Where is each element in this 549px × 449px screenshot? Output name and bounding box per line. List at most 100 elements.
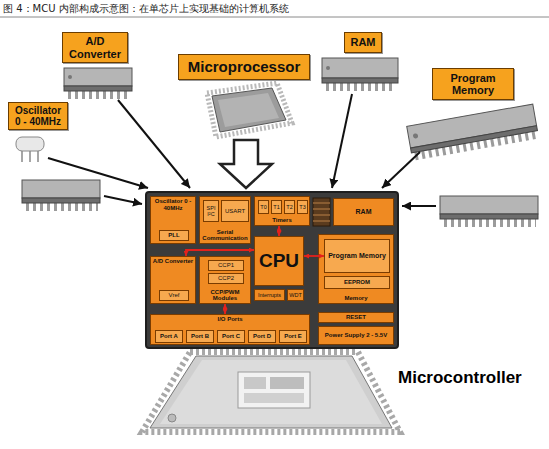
hollow-arrow (220, 140, 272, 188)
bus-arrow (304, 255, 324, 257)
feed-arrows (48, 94, 436, 206)
group-block: Serial CommunicationSPI I²CUSART (199, 196, 251, 244)
microcontroller-package (142, 352, 400, 432)
chip-pins (444, 219, 536, 227)
reset-block: RESET (318, 312, 394, 323)
block-text: RAM (335, 208, 392, 216)
package-top (160, 360, 382, 424)
block-text: A/D Converter (152, 258, 194, 265)
component-label: A/D Converter (62, 32, 128, 63)
package-pins (142, 352, 400, 432)
can-pin (29, 150, 31, 162)
feed-arrow (118, 100, 190, 188)
stripe (313, 214, 330, 216)
feed-arrow (402, 205, 436, 207)
block-text: PLL (161, 232, 187, 239)
block-text: T3 (299, 204, 306, 210)
block-text: T1 (273, 204, 280, 210)
title-rule (0, 17, 549, 18)
block-text: Port A (157, 333, 181, 340)
feed-arrow (382, 152, 420, 188)
die-block: WDT (287, 289, 304, 301)
block-text: Oscillator 0 - 40MHz (152, 198, 194, 211)
block-text: RAM (348, 36, 378, 48)
timer-box: T0 (258, 200, 269, 214)
chip-side (322, 78, 398, 83)
port-box: Port C (217, 330, 245, 343)
stripe (313, 208, 330, 210)
chip-side (440, 214, 538, 219)
can-pin (21, 150, 23, 162)
figure-title: 图 4：MCU 内部构成示意图：在单芯片上实现基础的计算机系统 (3, 2, 289, 16)
block-text: Port D (250, 333, 274, 340)
block-text: A/D Converter (66, 35, 124, 59)
chip-body (212, 88, 286, 132)
block-text: Microprocessor (182, 59, 306, 76)
chip-pins (326, 83, 396, 91)
sub-block: USART (221, 200, 249, 222)
chip-pins (26, 203, 98, 211)
oscillator-can (16, 137, 44, 162)
package-notch (168, 414, 176, 422)
block-text: Interrupts (256, 292, 283, 298)
sub-block: SPI I²C (203, 200, 219, 222)
block-text: Port B (188, 333, 212, 340)
silicon-die (146, 192, 398, 348)
feed-arrow (104, 196, 142, 204)
stripe-block (313, 198, 330, 226)
block-text: Program Memory (326, 252, 388, 260)
chip-side (22, 198, 100, 203)
component-label: Oscillator 0 - 40MHz (8, 102, 68, 130)
die-image-block (270, 377, 304, 389)
die-image-block (244, 393, 304, 403)
die-image-block (244, 377, 266, 389)
chip-pins (68, 91, 128, 99)
block-text: EEPROM (326, 279, 388, 286)
block-text: Oscillator 0 - 40MHz (12, 105, 64, 127)
feed-arrow (332, 94, 352, 188)
port-box: Port B (186, 330, 214, 343)
block-text: Timers (256, 217, 308, 224)
package-body (150, 356, 392, 428)
block-text: Port E (281, 333, 305, 340)
memory-block: EEPROM (324, 276, 390, 289)
oscillator-block: Oscillator 0 - 40MHzPLL (150, 196, 196, 244)
cpu-block: CPU (254, 236, 304, 286)
block-text: Vref (161, 292, 187, 299)
block-text: I/O Ports (152, 316, 308, 323)
adc-block: A/D ConverterVref (150, 256, 196, 304)
can-body (16, 137, 44, 151)
sub-block: Vref (159, 290, 189, 301)
block-text: CPU (256, 251, 302, 272)
group-block: MemoryProgram MemoryEEPROM (318, 234, 394, 304)
block-text: SPI I²C (205, 205, 217, 217)
component-label: Microprocessor (178, 54, 310, 80)
block-text: CCP/PWM Modules (201, 289, 249, 302)
block-text: CCP2 (210, 275, 242, 282)
bus-arrow (278, 226, 280, 236)
can-pin (37, 150, 39, 162)
component-label: Program Memory (432, 68, 514, 100)
block-text: Power Supply 2 - 5.5V (320, 332, 392, 339)
microprocessor-chip (207, 83, 292, 137)
sub-block: CCP2 (208, 273, 244, 284)
timer-box: T3 (297, 200, 308, 214)
timer-box: T1 (271, 200, 282, 214)
port-box: Port A (155, 330, 183, 343)
chip-notch (68, 75, 72, 79)
ram-block: RAM (333, 198, 394, 226)
group-block: CCP/PWM Modules CCP1CCP2 (199, 256, 251, 304)
component-label: RAM (344, 32, 382, 53)
bus-arrow (224, 304, 226, 314)
sub-block: CCP1 (208, 260, 244, 271)
right-chip (440, 196, 538, 223)
port-box: Port D (248, 330, 276, 343)
timer-box: T2 (284, 200, 295, 214)
stripe (313, 220, 330, 222)
feed-arrow (48, 158, 148, 188)
die-image (238, 372, 310, 408)
chip-top (64, 68, 132, 86)
group-block: Timers T0 T1 T2 T3 (254, 196, 310, 226)
part-label: Microcontroller (398, 368, 522, 388)
program-memory-chip (407, 104, 538, 157)
